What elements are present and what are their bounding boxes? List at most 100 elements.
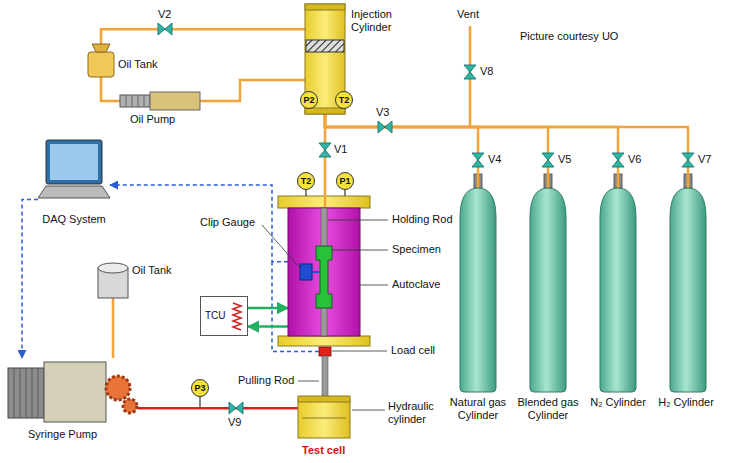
daq-laptop: DAQ System xyxy=(38,140,110,210)
oil-pump-drawing xyxy=(120,92,200,110)
hydraulic-cylinder-drawing xyxy=(302,418,346,419)
pipe-connector xyxy=(325,114,618,188)
injection-cylinder-drawing xyxy=(305,4,345,10)
oil-tank: Oil Tank xyxy=(98,262,128,298)
daq-laptop-drawing xyxy=(38,140,110,210)
autoclave-drawing xyxy=(328,220,388,221)
pipe-connector xyxy=(101,77,120,101)
oil-tank-drawing xyxy=(98,263,128,273)
leader-line xyxy=(298,381,319,382)
valve-symbol xyxy=(158,23,172,35)
valve-label: V4 xyxy=(488,153,501,166)
pipe-connector xyxy=(138,407,298,410)
valve-symbol xyxy=(542,153,554,167)
oil-tank: Oil Tank xyxy=(88,44,114,77)
daq-laptop-drawing xyxy=(50,144,98,180)
credit-note: Picture courtesy UO xyxy=(520,30,618,43)
gas-cylinder-drawing xyxy=(600,188,636,392)
pipe-connector xyxy=(101,29,305,44)
syringe-pump-drawing xyxy=(44,362,106,422)
valve-symbol xyxy=(319,143,331,157)
gas-cylinder-drawing xyxy=(598,188,638,392)
gas-cylinder-drawing xyxy=(458,188,498,392)
gas-cylinder-drawing xyxy=(460,188,496,392)
node-label: T2 xyxy=(339,96,350,105)
pipe-connector xyxy=(325,114,688,188)
pipe-connector xyxy=(200,80,305,101)
oil-tank-drawing xyxy=(98,262,128,298)
autoclave-drawing xyxy=(312,271,320,273)
autoclave-drawing xyxy=(288,208,360,336)
injection-cylinder-drawing xyxy=(305,108,345,114)
syringe-pump-drawing xyxy=(14,368,38,418)
pipe-connector xyxy=(325,114,548,188)
tcu-box-drawing xyxy=(233,303,241,330)
cylinder-neck xyxy=(474,174,692,188)
node-label: H₂ Cylinder xyxy=(648,396,724,409)
node-label: Syringe Pump xyxy=(28,428,128,441)
part-label: Pulling Rod xyxy=(238,374,294,387)
node-label: TCU xyxy=(205,310,226,322)
leader-line xyxy=(298,351,387,410)
autoclave-drawing xyxy=(360,285,388,286)
hydraulic-cylinder-drawing xyxy=(298,400,350,438)
part-label: Clip Gauge xyxy=(200,216,255,229)
oil-tank-drawing xyxy=(88,44,114,77)
syringe-pump-drawing xyxy=(8,368,44,418)
node-label: Blended gas Cylinder xyxy=(508,396,588,421)
gas-cylinder: Blended gas Cylinder xyxy=(528,188,568,392)
valve-symbol xyxy=(378,121,392,133)
node-label: P2 xyxy=(303,96,314,105)
node-label: P1 xyxy=(339,177,350,186)
leader-line xyxy=(332,351,387,352)
temperature-gauge: T2 xyxy=(297,172,315,190)
oil-tank-drawing xyxy=(88,52,114,77)
vent-label: Vent xyxy=(457,8,479,21)
syringe-pump-drawing xyxy=(123,399,137,413)
part-label: Specimen xyxy=(392,243,441,256)
gas-cylinder: H₂ Cylinder xyxy=(668,188,708,392)
hydraulic-cylinder-drawing xyxy=(298,396,350,402)
node-label: Autoclave xyxy=(392,278,462,291)
node-label: Oil Pump xyxy=(130,113,210,126)
leader-line xyxy=(352,410,385,411)
node-label: P3 xyxy=(194,384,205,393)
autoclave-cap xyxy=(278,196,370,346)
pipe-connector xyxy=(325,114,478,188)
signal-connector xyxy=(22,200,38,359)
autoclave: Autoclave xyxy=(288,208,360,336)
tcu-box: TCU xyxy=(200,296,248,336)
autoclave-drawing xyxy=(332,250,388,251)
node-label: N₂ Cylinder xyxy=(578,396,658,409)
pressure-gauge: P3 xyxy=(191,379,209,397)
autoclave-drawing xyxy=(262,225,300,268)
valve-symbol xyxy=(464,65,476,79)
valve-label: V6 xyxy=(628,153,641,166)
daq-laptop-drawing xyxy=(46,140,102,184)
pressure-gauge: P1 xyxy=(336,172,354,190)
valve-label: V3 xyxy=(376,106,389,119)
node-label: T2 xyxy=(301,177,312,186)
injection-cylinder-drawing xyxy=(306,40,344,52)
part-label: Holding Rod xyxy=(392,213,453,226)
node-label: Natural gas Cylinder xyxy=(438,396,518,421)
pressure-gauge: P2 xyxy=(300,91,318,109)
pipe-connector xyxy=(112,298,115,358)
gas-cylinder-drawing xyxy=(668,188,708,392)
valve-label: V5 xyxy=(558,153,571,166)
hydraulic-cylinder: Hydraulic cylinder xyxy=(298,396,350,438)
valve-label: V2 xyxy=(158,8,171,21)
oil-tank-drawing xyxy=(92,44,110,52)
pulling-rod xyxy=(322,356,328,396)
gas-cylinder: Natural gas Cylinder xyxy=(458,188,498,392)
autoclave-cap xyxy=(278,336,370,346)
valve-label: V9 xyxy=(228,416,241,429)
oil-pump-drawing xyxy=(150,92,200,110)
gas-cylinder-drawing xyxy=(530,188,566,392)
gauge-stem xyxy=(200,190,345,407)
heat-connector xyxy=(248,325,288,328)
temperature-gauge: T2 xyxy=(335,91,353,109)
autoclave-drawing xyxy=(288,208,360,336)
oil-pump-drawing xyxy=(126,95,144,107)
load-cell xyxy=(319,347,331,356)
